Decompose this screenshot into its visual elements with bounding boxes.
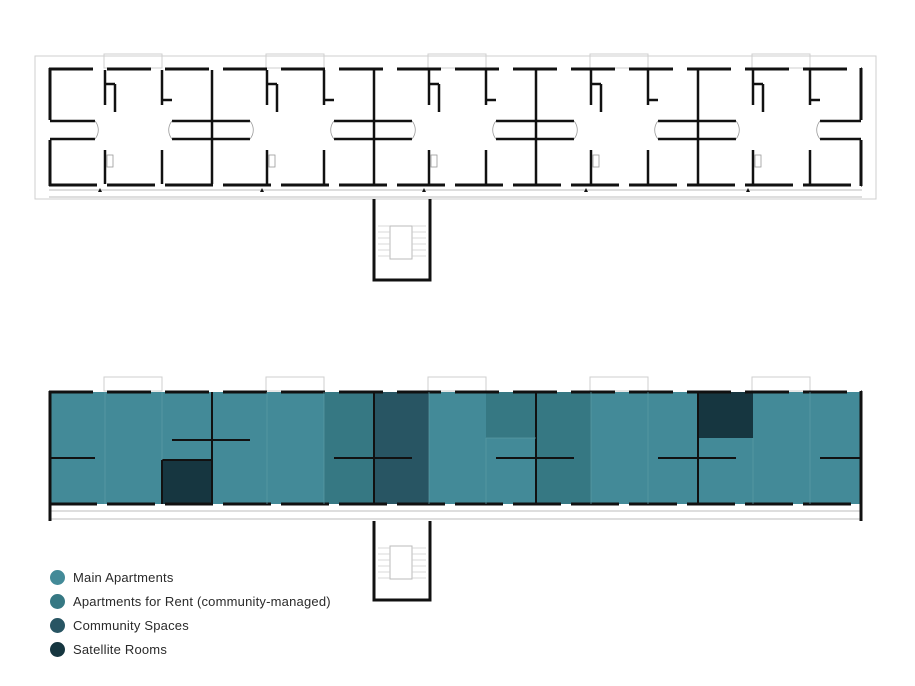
legend-swatch-rent [50,593,65,609]
legend-label-community: Community Spaces [73,617,189,633]
legend-label-rent: Apartments for Rent (community-managed) [73,593,331,609]
zone-rent-apartment [324,392,374,504]
balcony-outlines [103,376,811,392]
legend-swatch-satellite [50,641,65,657]
interior-walls [50,70,861,184]
zone-main-apartment [212,392,324,504]
interior-walls [50,392,861,504]
zone-rent-apartment [486,392,536,438]
zone-satellite-room [162,460,212,504]
legend-item-satellite-rooms: Satellite Rooms [50,637,331,661]
zone-main-apartment [810,392,861,504]
zone-rent-apartment [536,392,591,504]
exterior-walls [48,390,863,521]
legend-swatch-main [50,569,65,585]
zone-satellite-room [698,392,753,438]
legend-swatch-community [50,617,65,633]
door-swings [94,120,821,168]
legend-label-main: Main Apartments [73,569,174,585]
zone-main-apartment [162,392,212,460]
stair-core [372,521,432,602]
stair-core [372,199,432,282]
legend-item-community-spaces: Community Spaces [50,613,331,637]
allocation-zones [50,392,861,504]
zone-main-apartment [591,392,698,504]
existing-floor-plan [34,53,877,282]
legend: Main Apartments Apartments for Rent (com… [50,565,331,661]
zone-community-space [374,392,429,504]
legend-item-main-apartments: Main Apartments [50,565,331,589]
legend-item-rent-apartments: Apartments for Rent (community-managed) [50,589,331,613]
plan-outline [34,55,877,200]
legend-label-satellite: Satellite Rooms [73,641,168,657]
allocation-floor-plan [48,376,863,602]
zone-main-apartment [50,392,162,504]
exterior-walls [48,67,863,187]
entrance-markers [98,188,750,192]
